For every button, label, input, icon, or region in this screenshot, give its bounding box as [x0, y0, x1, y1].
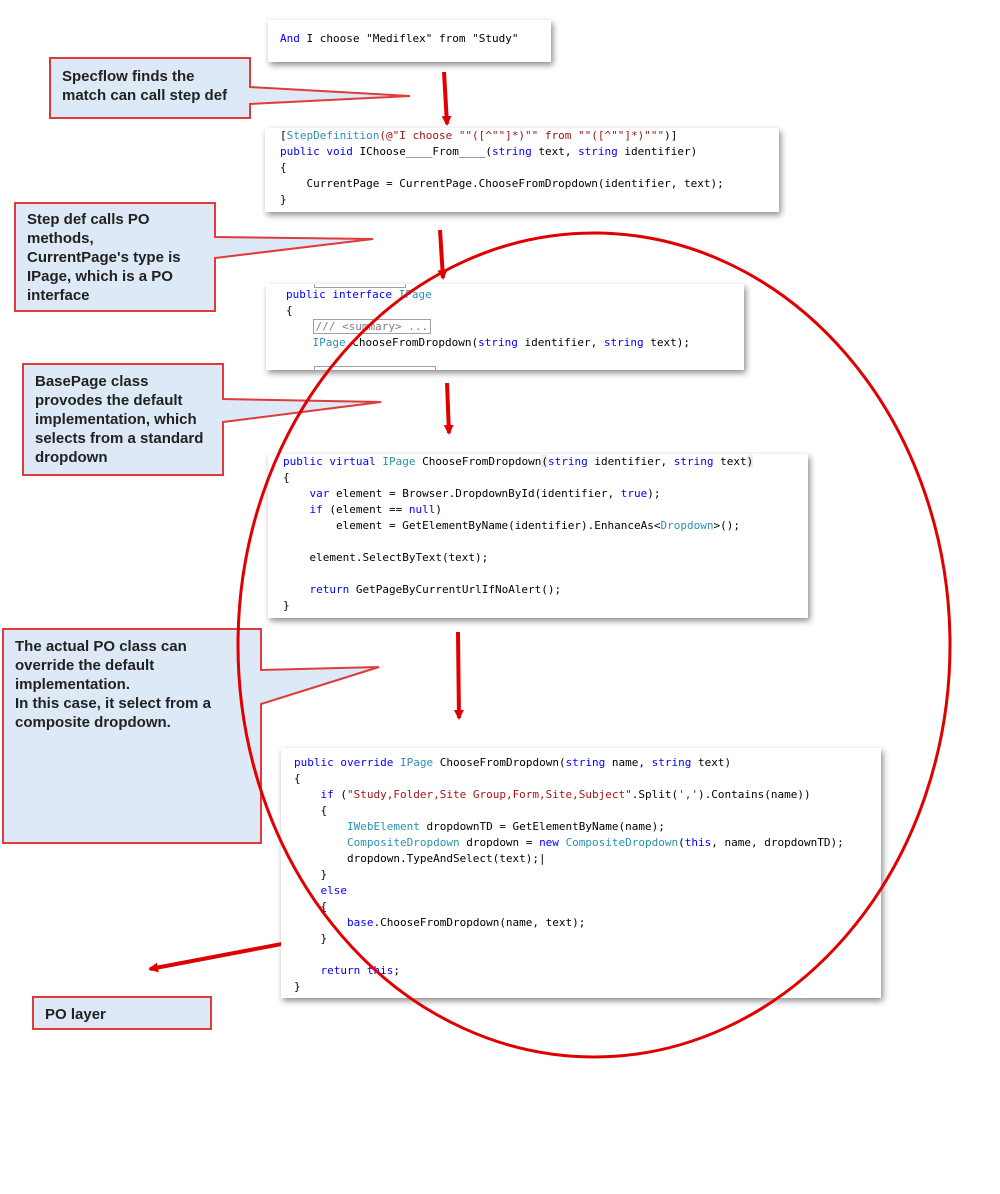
collapsed-region-bottom — [314, 366, 436, 370]
code-line: public virtual IPage ChooseFromDropdown(… — [283, 455, 754, 468]
code-line: } — [294, 980, 301, 993]
code-line: And I choose "Mediflex" from "Study" — [280, 32, 519, 45]
override-code: public override IPage ChooseFromDropdown… — [281, 748, 881, 998]
arrow-down-3 — [443, 382, 454, 435]
code-line: public override IPage ChooseFromDropdown… — [294, 756, 732, 769]
code-line: { — [294, 804, 328, 817]
code-line: if (element == null) — [309, 503, 442, 516]
code-line: return this; — [320, 964, 401, 977]
code-line: if ("Study,Folder,Site Group,Form,Site,S… — [320, 788, 811, 801]
code-line: public interface IPage — [286, 288, 432, 301]
callout-stepdef: Step def calls PO methods, CurrentPage's… — [27, 211, 181, 304]
collapsed-summary[interactable]: /// <summary> ... — [312, 319, 432, 334]
callout-specflow: Specflow finds the match can call step d… — [62, 68, 228, 104]
arrow-down-1 — [441, 71, 452, 126]
callout-po-layer: PO layer — [45, 1006, 106, 1023]
code-line: { — [294, 900, 328, 913]
code-line: /// <summary> ... — [286, 319, 432, 335]
code-line: base.ChooseFromDropdown(name, text); — [346, 916, 586, 929]
arrow-down-2 — [437, 229, 448, 280]
code-line: element.SelectByText(text); — [283, 551, 489, 564]
code-line: CurrentPage = CurrentPage.ChooseFromDrop… — [280, 177, 724, 190]
code-line: { — [280, 161, 287, 174]
step-definition-code: [StepDefinition(@"I choose ""([^""]*)"" … — [265, 128, 779, 212]
callout-actual: The actual PO class can override the def… — [15, 638, 211, 731]
basepage-code: public virtual IPage ChooseFromDropdown(… — [268, 454, 808, 618]
code-line: { — [283, 471, 290, 484]
gherkin-step-code: And I choose "Mediflex" from "Study" — [268, 20, 551, 62]
code-line: } — [294, 932, 328, 945]
code-line: [StepDefinition(@"I choose ""([^""]*)"" … — [280, 129, 678, 142]
code-line: dropdown.TypeAndSelect(text);| — [294, 852, 546, 865]
code-line: } — [294, 868, 328, 881]
code-line: { — [286, 304, 293, 317]
code-line: CompositeDropdown dropdown = new Composi… — [346, 836, 844, 849]
callout-shape-polayer — [32, 996, 212, 1030]
code-line: public void IChoose____From____(string t… — [280, 145, 698, 158]
code-line: } — [283, 599, 290, 612]
code-line: } — [280, 193, 287, 206]
arrow-down-4 — [453, 631, 464, 720]
ipage-interface-code: public interface IPage { /// <summary> .… — [266, 284, 744, 370]
code-line: IWebElement dropdownTD = GetElementByNam… — [346, 820, 665, 833]
callout-shape-specflow — [49, 57, 411, 119]
code-line: IPage ChooseFromDropdown(string identifi… — [312, 336, 691, 349]
code-line: var element = Browser.DropdownById(ident… — [309, 487, 661, 500]
callout-basepage: BasePage class provodes the default impl… — [35, 373, 204, 466]
code-line: else — [320, 884, 348, 897]
code-line: element = GetElementByName(identifier).E… — [335, 519, 740, 532]
code-line: { — [294, 772, 301, 785]
code-line: return GetPageByCurrentUrlIfNoAlert(); — [309, 583, 562, 596]
